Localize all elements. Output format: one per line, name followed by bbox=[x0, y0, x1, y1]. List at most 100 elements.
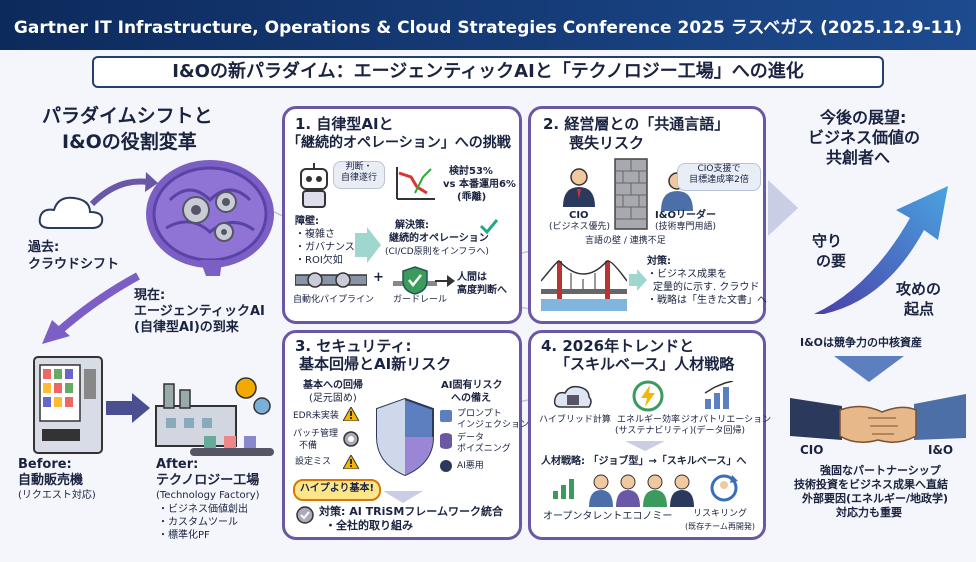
barrier-title: 障壁: bbox=[295, 216, 319, 227]
geopatriation-chart-icon bbox=[704, 381, 734, 409]
panel2-title-2: 喪失リスク bbox=[569, 134, 645, 152]
trend-geo: ジオパトリエーション bbox=[681, 415, 772, 425]
ai-risk-item: AI悪用 bbox=[457, 461, 484, 471]
hybrid-computing-icon bbox=[553, 385, 592, 408]
barrier-item: ・ROI欠如 bbox=[295, 255, 343, 266]
core-asset-label: I&Oは競争力の中核資産 bbox=[800, 336, 923, 349]
basic-title: 基本への回帰 bbox=[303, 380, 363, 391]
stat-production: vs 本番運用6% bbox=[443, 179, 516, 190]
panel1-title-1: 1. 自律型AIと bbox=[295, 115, 394, 133]
after-desc: テクノロジー工場 bbox=[156, 473, 260, 488]
team-people-icon bbox=[589, 474, 694, 507]
database-icon bbox=[440, 433, 452, 449]
reskilling-icon bbox=[710, 474, 738, 502]
panel2-title-1: 2. 経営層との「共通言語」 bbox=[543, 115, 730, 133]
growth-chart-icon bbox=[553, 479, 574, 499]
ai-icon bbox=[440, 460, 452, 472]
cio-support-note: CIO支援で 目標達成率2倍 bbox=[677, 163, 761, 191]
arrow-barrier-to-solution bbox=[355, 227, 381, 263]
arrow-to-human bbox=[435, 275, 455, 287]
cio-note-line-2: 目標達成率2倍 bbox=[689, 175, 749, 185]
panel-common-language: 2. 経営層との「共通言語」 喪失リスク CIO支援で 目標達成率2倍 CIO … bbox=[528, 106, 767, 324]
right-arrow-chevron bbox=[768, 180, 798, 236]
check-icon bbox=[479, 219, 499, 235]
pipeline-label: 自動化パイプライン bbox=[293, 295, 375, 305]
panel4-title-1: 4. 2026年トレンドと bbox=[541, 337, 695, 355]
arrow-to-plan bbox=[629, 269, 647, 291]
vending-machine-icon bbox=[33, 356, 103, 454]
partnership-line: 技術投資をビジネス成果へ直結 bbox=[794, 478, 948, 491]
left-title-1: パラダイムシフトと bbox=[42, 105, 213, 127]
bridge-icon bbox=[541, 260, 627, 311]
gear-check-icon bbox=[296, 506, 314, 524]
defense-label-1: 守り bbox=[812, 232, 843, 250]
past-label: 過去: bbox=[28, 240, 60, 255]
left-title-2: I&Oの役割変革 bbox=[62, 131, 197, 153]
basic-item: パッチ管理 bbox=[293, 429, 339, 439]
solution-desc: 継続的オペレーション bbox=[389, 233, 489, 244]
basic-item: 設定ミス bbox=[295, 457, 332, 467]
ai-risk-item: プロンプト bbox=[457, 409, 502, 419]
open-talent-label: オープンタレントエコノミー bbox=[543, 511, 673, 522]
plan-title: 対策: bbox=[647, 256, 671, 267]
ino-sub: (技術専門用語) bbox=[655, 222, 717, 232]
human-label-1: 人間は bbox=[457, 272, 487, 283]
panel-trends-talent: 4. 2026年トレンドと 「スキルベース」人材戦略 ハイブリッド計算 エネルギ… bbox=[528, 330, 771, 540]
wall-caption: 言語の壁 / 連携不足 bbox=[585, 236, 666, 246]
now-label: 現在: bbox=[134, 288, 166, 303]
barrier-item: ・複雑さ bbox=[295, 229, 335, 240]
past-desc: クラウドシフト bbox=[28, 257, 120, 272]
barrier-item: ・ガバナンス bbox=[295, 242, 355, 253]
before-sub: (リクエスト対応) bbox=[18, 490, 96, 501]
ino-label: I&Oリーダー bbox=[655, 210, 716, 221]
ai-risk-sub: への備え bbox=[451, 393, 491, 404]
trend-energy-sub: (サステナビリティ) bbox=[615, 426, 694, 436]
guardrail-label: ガードレール bbox=[393, 295, 448, 305]
panel4-title-2: 「スキルベース」人材戦略 bbox=[555, 355, 735, 373]
cio-note-line-1: CIO支援で bbox=[697, 164, 741, 174]
down-chevron bbox=[834, 356, 904, 382]
ai-risk-item: ポイズニング bbox=[457, 444, 511, 454]
pipeline-icon bbox=[295, 272, 367, 288]
gear-icon bbox=[343, 431, 359, 447]
energy-efficiency-icon bbox=[632, 380, 664, 412]
handshake-cio: CIO bbox=[800, 443, 824, 457]
growth-curve-arrow bbox=[814, 186, 948, 314]
robot-speech-bubble: 判断・ 自律遂行 bbox=[333, 161, 385, 189]
decline-chart-icon bbox=[396, 167, 435, 200]
solution-sub: (CI/CD原則をインフラへ) bbox=[385, 247, 489, 257]
after-item: ・カスタムツール bbox=[158, 517, 238, 528]
solution-title: 解決策: bbox=[395, 220, 429, 231]
panel-security: 3. セキュリティ: 基本回帰とAI新リスク 基本への回帰 (足元固め) EDR… bbox=[282, 330, 529, 540]
arrow-before-to-after bbox=[106, 393, 150, 423]
trend-energy: エネルギー効率 bbox=[617, 415, 681, 425]
basic-sub: (足元固め) bbox=[309, 393, 357, 404]
plus-sign: + bbox=[373, 270, 384, 285]
basic-item: 不備 bbox=[299, 441, 318, 451]
stat-gap: (乖離) bbox=[457, 192, 487, 203]
panel1-title-2: 「継続的オペレーション」への挑戦 bbox=[287, 135, 511, 151]
right-title-1: 今後の展望: bbox=[820, 108, 907, 127]
offense-label-1: 攻めの bbox=[896, 280, 942, 298]
basic-item: EDR未実装 bbox=[293, 411, 339, 421]
security-shield-icon bbox=[376, 397, 434, 477]
factory-icon bbox=[155, 377, 274, 456]
trend-hybrid: ハイブリッド計算 bbox=[539, 415, 611, 425]
ai-risk-item: データ bbox=[457, 433, 485, 443]
plan-line: ・ビジネス成果を bbox=[647, 269, 727, 280]
panel3-title-1: 3. セキュリティ: bbox=[295, 337, 412, 355]
robot-icon bbox=[300, 163, 328, 208]
conference-header: Gartner IT Infrastructure, Operations & … bbox=[0, 0, 976, 50]
cio-person-icon bbox=[563, 168, 595, 207]
ai-risk-title: AI固有リスク bbox=[441, 380, 503, 391]
brain-gear-icon bbox=[146, 160, 274, 276]
bubble-line-2: 自律遂行 bbox=[340, 173, 377, 183]
human-label-2: 高度判断へ bbox=[457, 285, 507, 296]
defense-label-2: の要 bbox=[816, 252, 847, 270]
after-item: ・ビジネス価値創出 bbox=[158, 504, 248, 515]
plan-line: ・戦略は「生きた文書」へ bbox=[647, 295, 767, 306]
partnership-line: 外部要因(エネルギー/地政学) bbox=[802, 492, 949, 505]
panel-autonomous-ai: 1. 自律型AIと 「継続的オペレーション」への挑戦 判断・ 自律遂行 検討53… bbox=[282, 106, 522, 324]
main-subtitle: I&Oの新パラダイム：エージェンティックAIと「テクノロジー工場」への進化 bbox=[92, 56, 884, 88]
hype-badge: ハイプより基本! bbox=[293, 479, 381, 501]
